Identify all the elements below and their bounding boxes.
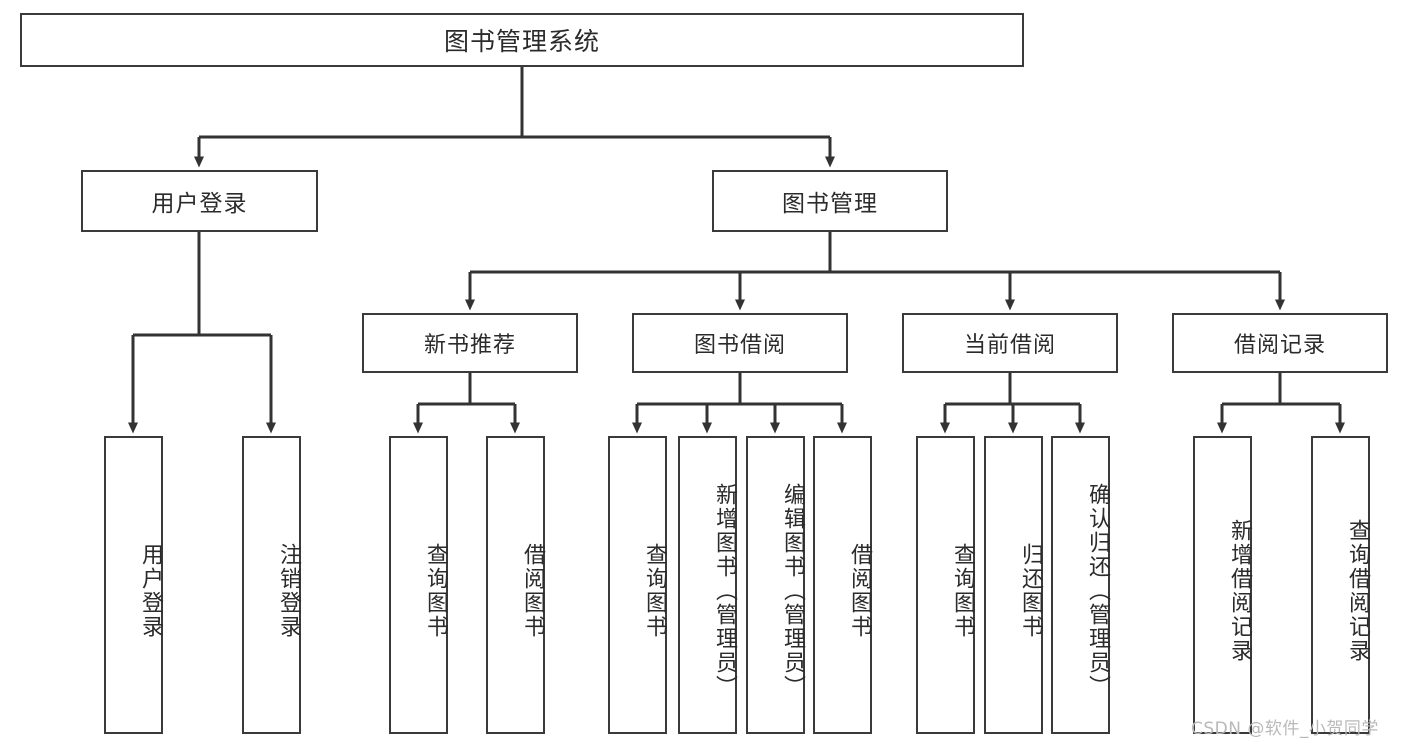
node-current-borrow[interactable]: 当前借阅 <box>902 313 1118 373</box>
csdn-watermark: CSDN @软件_小贺同学 <box>1191 719 1379 739</box>
leaf-borrow-record-query[interactable]: 查询借阅记录 <box>1311 436 1370 734</box>
leaf-current-borrow-query[interactable]: 查询图书 <box>916 436 975 734</box>
node-book-management[interactable]: 图书管理 <box>712 170 948 232</box>
leaf-book-borrow-edit[interactable]: 编辑图书（管理员） <box>746 436 805 734</box>
leaf-book-borrow-borrow[interactable]: 借阅图书 <box>813 436 872 734</box>
leaf-new-book-query[interactable]: 查询图书 <box>389 436 448 734</box>
leaf-current-borrow-return[interactable]: 归还图书 <box>984 436 1043 734</box>
leaf-new-book-borrow[interactable]: 借阅图书 <box>486 436 545 734</box>
node-borrow-record[interactable]: 借阅记录 <box>1172 313 1388 373</box>
node-book-borrow[interactable]: 图书借阅 <box>632 313 848 373</box>
leaf-borrow-record-add[interactable]: 新增借阅记录 <box>1193 436 1252 734</box>
node-user-login[interactable]: 用户登录 <box>81 170 318 232</box>
node-root[interactable]: 图书管理系统 <box>20 13 1024 67</box>
leaf-book-borrow-query[interactable]: 查询图书 <box>608 436 667 734</box>
node-new-book-recommend[interactable]: 新书推荐 <box>362 313 578 373</box>
leaf-user-login-logout[interactable]: 注销登录 <box>242 436 301 734</box>
leaf-user-login-login[interactable]: 用户登录 <box>104 436 163 734</box>
leaf-current-borrow-confirm-return[interactable]: 确认归还（管理员） <box>1051 436 1110 734</box>
leaf-book-borrow-add[interactable]: 新增图书（管理员） <box>678 436 737 734</box>
